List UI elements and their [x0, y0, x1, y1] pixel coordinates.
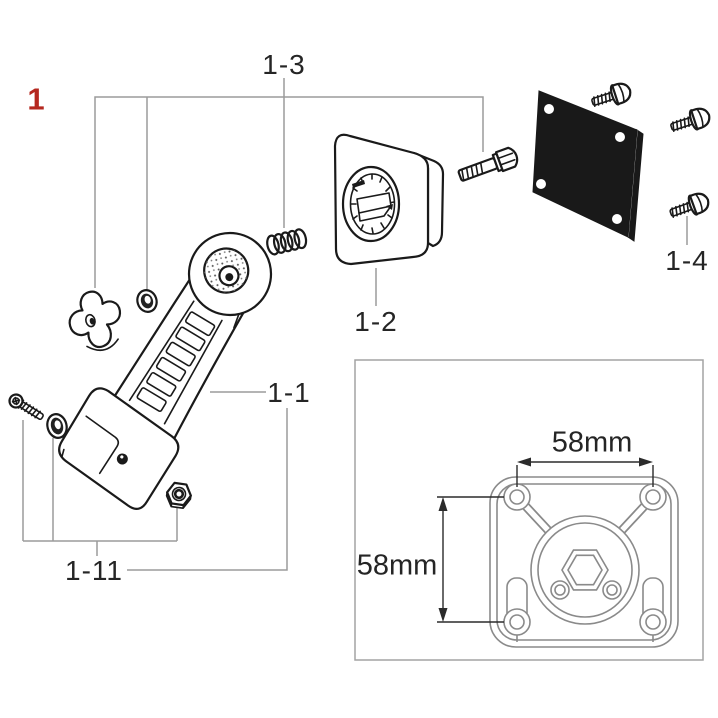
leader-main [94, 96, 484, 288]
inset-base-plate [489, 476, 679, 648]
knob-drawing [68, 290, 122, 352]
leader-arm-fasteners [127, 408, 288, 571]
callout-screws: 1-4 [665, 245, 709, 276]
horizontal-dimension-label: 58mm [551, 426, 633, 459]
swivel-plate-drawing [333, 133, 445, 266]
lower-washer-drawing [46, 413, 68, 439]
callout-swivel-plate: 1-2 [354, 306, 398, 337]
arm-drawing [58, 231, 273, 510]
arm-ratchet-slots [136, 311, 216, 412]
figure-number: 1 [27, 81, 45, 117]
screw-3-drawing [666, 189, 713, 224]
dimension-lines [437, 457, 654, 623]
socket-serrations [350, 173, 395, 234]
nut-drawing [165, 481, 192, 510]
inset-border [354, 359, 704, 661]
leader-fastener-bracket [22, 420, 178, 556]
bolt-drawing [457, 146, 519, 182]
leader-lines [22, 78, 688, 571]
screw-1-drawing [588, 79, 635, 113]
spring-drawing [266, 228, 308, 256]
callout-fasteners: 1-11 [65, 555, 123, 586]
small-screw-drawing [8, 393, 44, 421]
callout-arm: 1-1 [267, 377, 311, 408]
vesa-plate-drawing [532, 90, 644, 242]
screw-2-drawing [667, 104, 714, 138]
vertical-dimension-label: 58mm [356, 549, 438, 582]
callout-spring: 1-3 [262, 49, 306, 80]
upper-washer-drawing [136, 289, 158, 313]
inset-dimension-box [354, 359, 704, 661]
